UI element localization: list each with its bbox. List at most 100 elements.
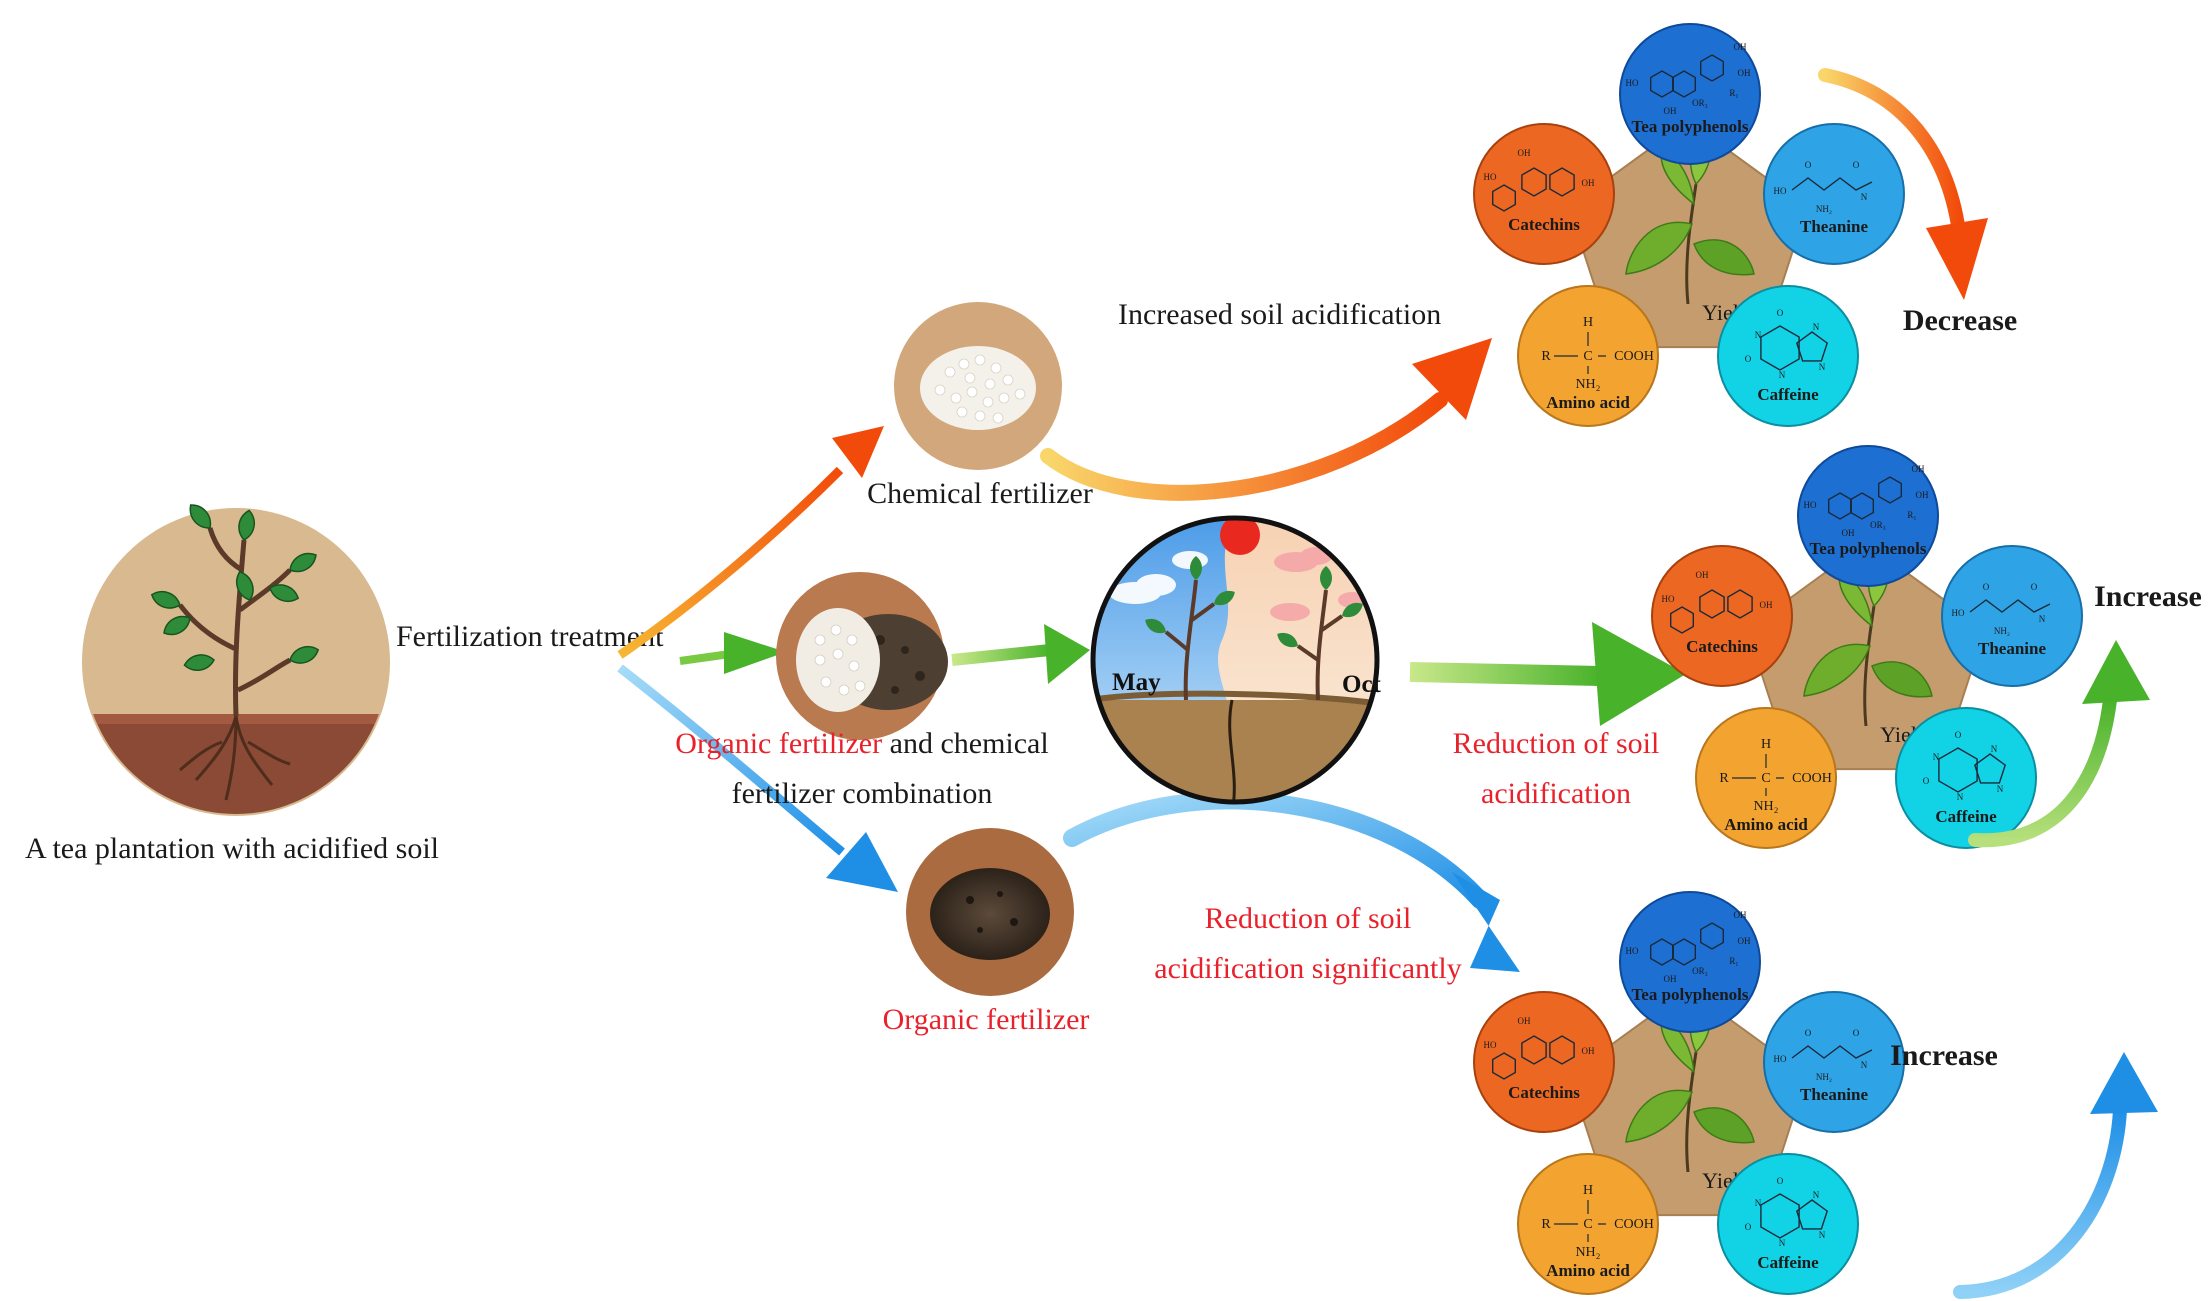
chem-label-o: O: [1923, 776, 1930, 786]
caffeine-label: Caffeine: [1935, 807, 1997, 826]
amino-acid-circle: [1695, 707, 1837, 849]
chem-label-oh: OH: [1842, 528, 1855, 538]
chem-label-nh2: NH₂: [1575, 1245, 1600, 1260]
chem-label-nh2: NH₂: [1753, 799, 1778, 814]
theanine-circle: [1763, 991, 1905, 1133]
chem-label-or3: OR₃: [1692, 98, 1708, 108]
chem-label-ho: HO: [1484, 1040, 1497, 1050]
organic-fertilizer-sample: [906, 828, 1074, 996]
molecule-ring: [1760, 1193, 1800, 1239]
theanine-label: Theanine: [1978, 639, 2046, 658]
chem-label-oh: OH: [1734, 42, 1747, 52]
chem-label-n: N: [1779, 1238, 1786, 1248]
molecule-ring: [1699, 589, 1725, 619]
chem-label-ho: HO: [1952, 608, 1965, 618]
chem-label-or3: OR₃: [1692, 966, 1708, 976]
arrow-organic-effect: [1063, 791, 1520, 972]
chem-label-o: O: [1745, 354, 1752, 364]
organic-effect-label-line2: acidification significantly: [1154, 952, 1461, 985]
chem-label-oh: OH: [1518, 1016, 1531, 1026]
chem-label-cooh: COOH: [1792, 771, 1832, 786]
chem-label-r: R: [1541, 1217, 1551, 1232]
season-start-label: May: [1112, 669, 1161, 696]
chem-label-oh: OH: [1738, 936, 1751, 946]
chem-label-ho: HO: [1484, 172, 1497, 182]
tea-plantation-illustration: [82, 499, 390, 816]
molecule-bonds: [1732, 754, 1784, 796]
caffeine-label: Caffeine: [1757, 385, 1819, 404]
molecule-ring: [1671, 938, 1697, 966]
caffeine-circle: [1895, 707, 2037, 849]
chem-label-n: N: [1997, 784, 2004, 794]
chem-label-nh2: NH₂: [1816, 204, 1832, 214]
source-caption: A tea plantation with acidified soil: [25, 832, 439, 865]
chem-label-oh: OH: [1664, 974, 1677, 984]
caffeine-label: Caffeine: [1757, 1253, 1819, 1272]
chem-label-n: N: [1813, 1190, 1820, 1200]
chem-label-o: O: [1805, 160, 1812, 170]
arrow-combined-to-season: [951, 624, 1090, 684]
chem-label-cooh: COOH: [1614, 349, 1654, 364]
molecule-ring: [1521, 167, 1547, 197]
chem-label-c: C: [1761, 771, 1770, 786]
combined-effect-label-line2: acidification: [1481, 777, 1631, 810]
chem-label-n: N: [1779, 370, 1786, 380]
amino-acid-label: Amino acid: [1724, 815, 1808, 834]
theanine-node: HO O O NH₂ N Theanine: [1763, 123, 1905, 265]
molecule-chain: [1791, 1045, 1873, 1059]
catechins-circle: [1473, 991, 1615, 1133]
chem-label-o: O: [1805, 1028, 1812, 1038]
caffeine-circle: [1717, 1153, 1859, 1295]
chem-label-oh: OH: [1518, 148, 1531, 158]
caffeine-circle: [1717, 285, 1859, 427]
chem-label-n: N: [1755, 330, 1762, 340]
molecule-ring: [1760, 325, 1800, 371]
chem-label-oh: OH: [1582, 1046, 1595, 1056]
molecule-ring: [1491, 1052, 1517, 1080]
amino-acid-circle: [1517, 1153, 1659, 1295]
molecule-ring: [1669, 606, 1695, 634]
chem-label-ho: HO: [1774, 186, 1787, 196]
chem-label-oh: OH: [1760, 600, 1773, 610]
chem-label-c: C: [1583, 349, 1592, 364]
chem-label-o: O: [1983, 582, 1990, 592]
molecule-ring: [1938, 747, 1978, 793]
catechins-label: Catechins: [1508, 1083, 1580, 1102]
chem-label-r: R: [1719, 771, 1729, 786]
chem-label-h: H: [1583, 1183, 1593, 1198]
molecule-chain: [1969, 599, 2051, 613]
molecule-ring: [1549, 167, 1575, 197]
chem-label-oh: OH: [1664, 106, 1677, 116]
chem-label-ho: HO: [1626, 78, 1639, 88]
chem-label-n: N: [1933, 752, 1940, 762]
chem-label-cooh: COOH: [1614, 1217, 1654, 1232]
chemical-effect-label: Increased soil acidification: [1118, 298, 1441, 331]
molecule-bonds: [1554, 332, 1606, 374]
combined-fertilizer-sample: [776, 572, 948, 740]
chem-label-nh2: NH₂: [1575, 377, 1600, 392]
season-illustration: [1090, 515, 1380, 805]
chem-label-nh2: NH₂: [1816, 1072, 1832, 1082]
plant-roots: [179, 715, 291, 801]
chem-label-ho: HO: [1804, 500, 1817, 510]
arrow-to-combined: [679, 632, 786, 674]
catechins-circle: [1473, 123, 1615, 265]
chem-label-o: O: [1853, 160, 1860, 170]
theanine-circle: [1941, 545, 2083, 687]
outcome-chemical: Decrease: [1903, 304, 2017, 337]
chem-label-n: N: [1861, 192, 1868, 202]
theanine-label: Theanine: [1800, 217, 1868, 236]
theanine-circle: [1763, 123, 1905, 265]
amino-acid-label: Amino acid: [1546, 1261, 1630, 1280]
